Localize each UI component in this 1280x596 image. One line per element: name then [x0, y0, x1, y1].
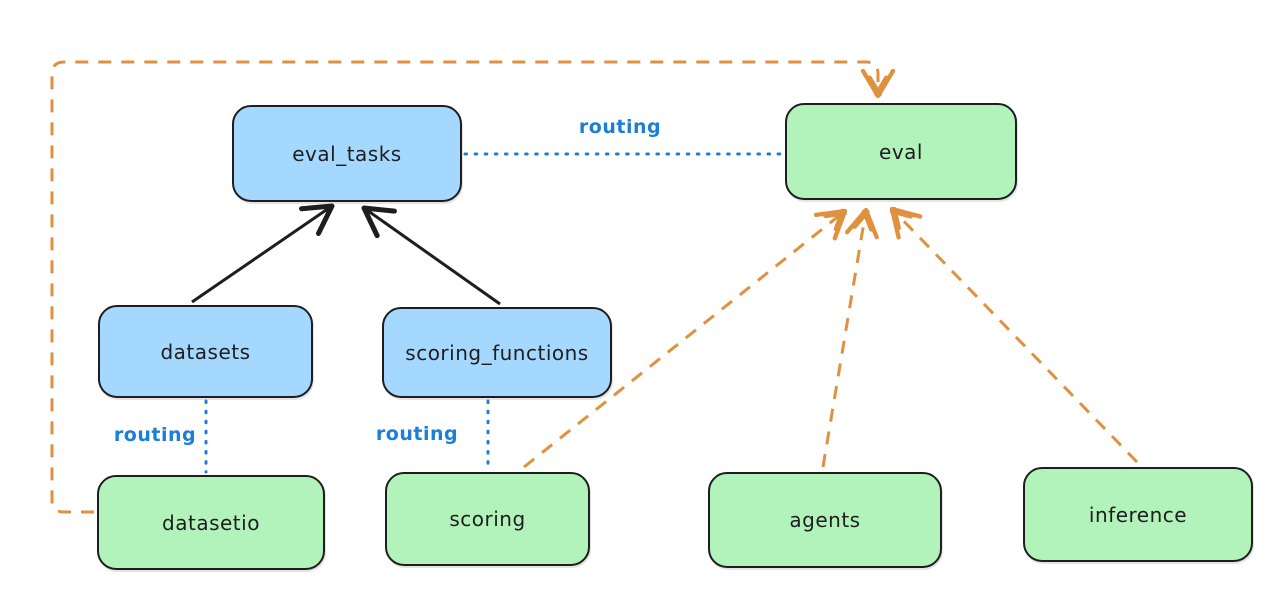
edge-label-routing-mid: routing	[375, 423, 459, 445]
node-datasets: datasets	[98, 305, 313, 398]
edge-agents-to-eval	[821, 207, 879, 468]
node-eval-tasks: eval_tasks	[232, 105, 462, 202]
node-inference: inference	[1023, 467, 1253, 562]
node-scoring-functions: scoring_functions	[382, 307, 612, 398]
edge-scoring-functions-to-eval-tasks	[361, 205, 501, 306]
edge-datasets-to-eval-tasks	[191, 203, 335, 304]
node-datasetio: datasetio	[97, 475, 325, 570]
edge-label-routing-left: routing	[113, 424, 197, 446]
node-agents: agents	[708, 472, 942, 568]
edge-inference-to-eval	[889, 206, 1139, 464]
edge-datasetio-to-eval	[50, 60, 896, 514]
node-scoring: scoring	[385, 472, 590, 566]
edge-label-routing-top: routing	[578, 116, 662, 138]
node-eval: eval	[785, 103, 1017, 200]
